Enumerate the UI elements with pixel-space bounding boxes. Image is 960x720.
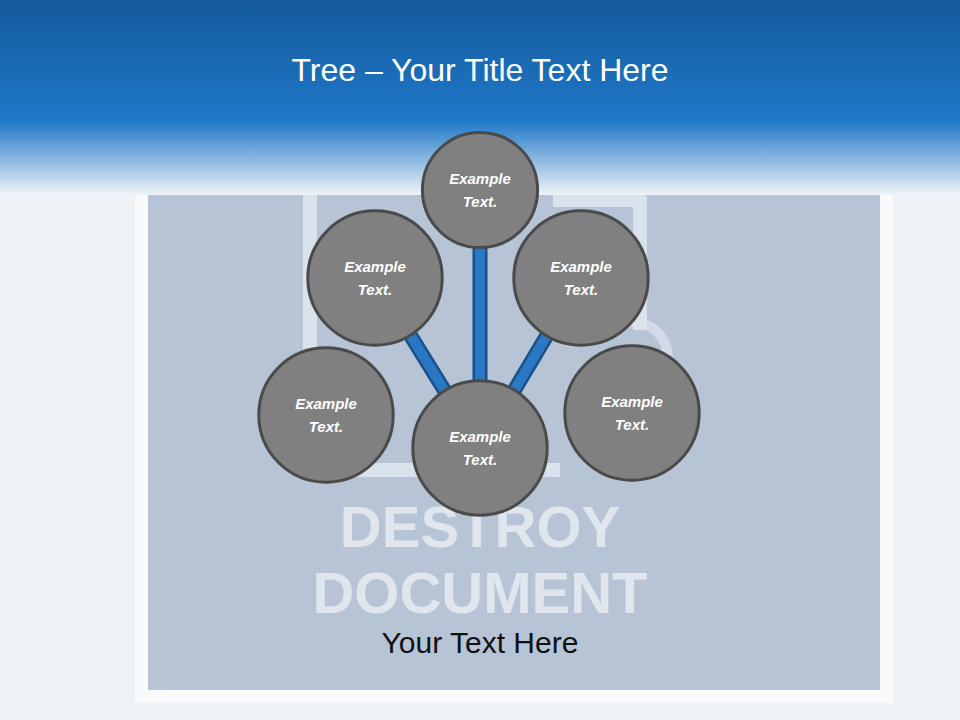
node-text: Example Text.: [583, 390, 681, 436]
circle-node: Example Text.: [511, 208, 651, 348]
branch-connector: [480, 248, 481, 380]
node-text: Example Text.: [431, 425, 529, 471]
node-text: Example Text.: [277, 392, 375, 438]
node-text: Example Text.: [438, 167, 522, 213]
circle-node: Example Text.: [305, 208, 445, 348]
circle-shape: [305, 208, 445, 348]
text-stack: Example Text.: [326, 255, 424, 301]
circle-node: Example Text.: [420, 130, 540, 250]
circle-shape: [256, 345, 396, 485]
circle-text-holder: Example Text.: [305, 208, 445, 348]
slide-title: Tree – Your Title Text Here: [0, 52, 960, 89]
circle-shape: [562, 343, 702, 483]
node-text: Example Text.: [326, 255, 424, 301]
circle-shape: [410, 378, 550, 518]
caption-text: Your Text Here: [0, 626, 960, 660]
circle-node: Example Text.: [410, 378, 550, 518]
text-stack: Example Text.: [431, 425, 529, 471]
circle-text-holder: Example Text.: [256, 345, 396, 485]
branch-connector: [515, 336, 547, 389]
circle-node: Example Text.: [256, 345, 396, 485]
circle-shape: [420, 130, 540, 250]
circle-text-holder: Example Text.: [410, 378, 550, 518]
circle-text-holder: Example Text.: [562, 343, 702, 483]
branch-connector: [411, 336, 445, 390]
text-stack: Example Text.: [583, 390, 681, 436]
circle-node: Example Text.: [562, 343, 702, 483]
circle-text-holder: Example Text.: [420, 130, 540, 250]
node-text: Example Text.: [532, 255, 630, 301]
circle-text-holder: Example Text.: [511, 208, 651, 348]
circle-shape: [511, 208, 651, 348]
text-stack: Example Text.: [438, 167, 522, 213]
text-stack: Example Text.: [277, 392, 375, 438]
text-stack: Example Text.: [532, 255, 630, 301]
